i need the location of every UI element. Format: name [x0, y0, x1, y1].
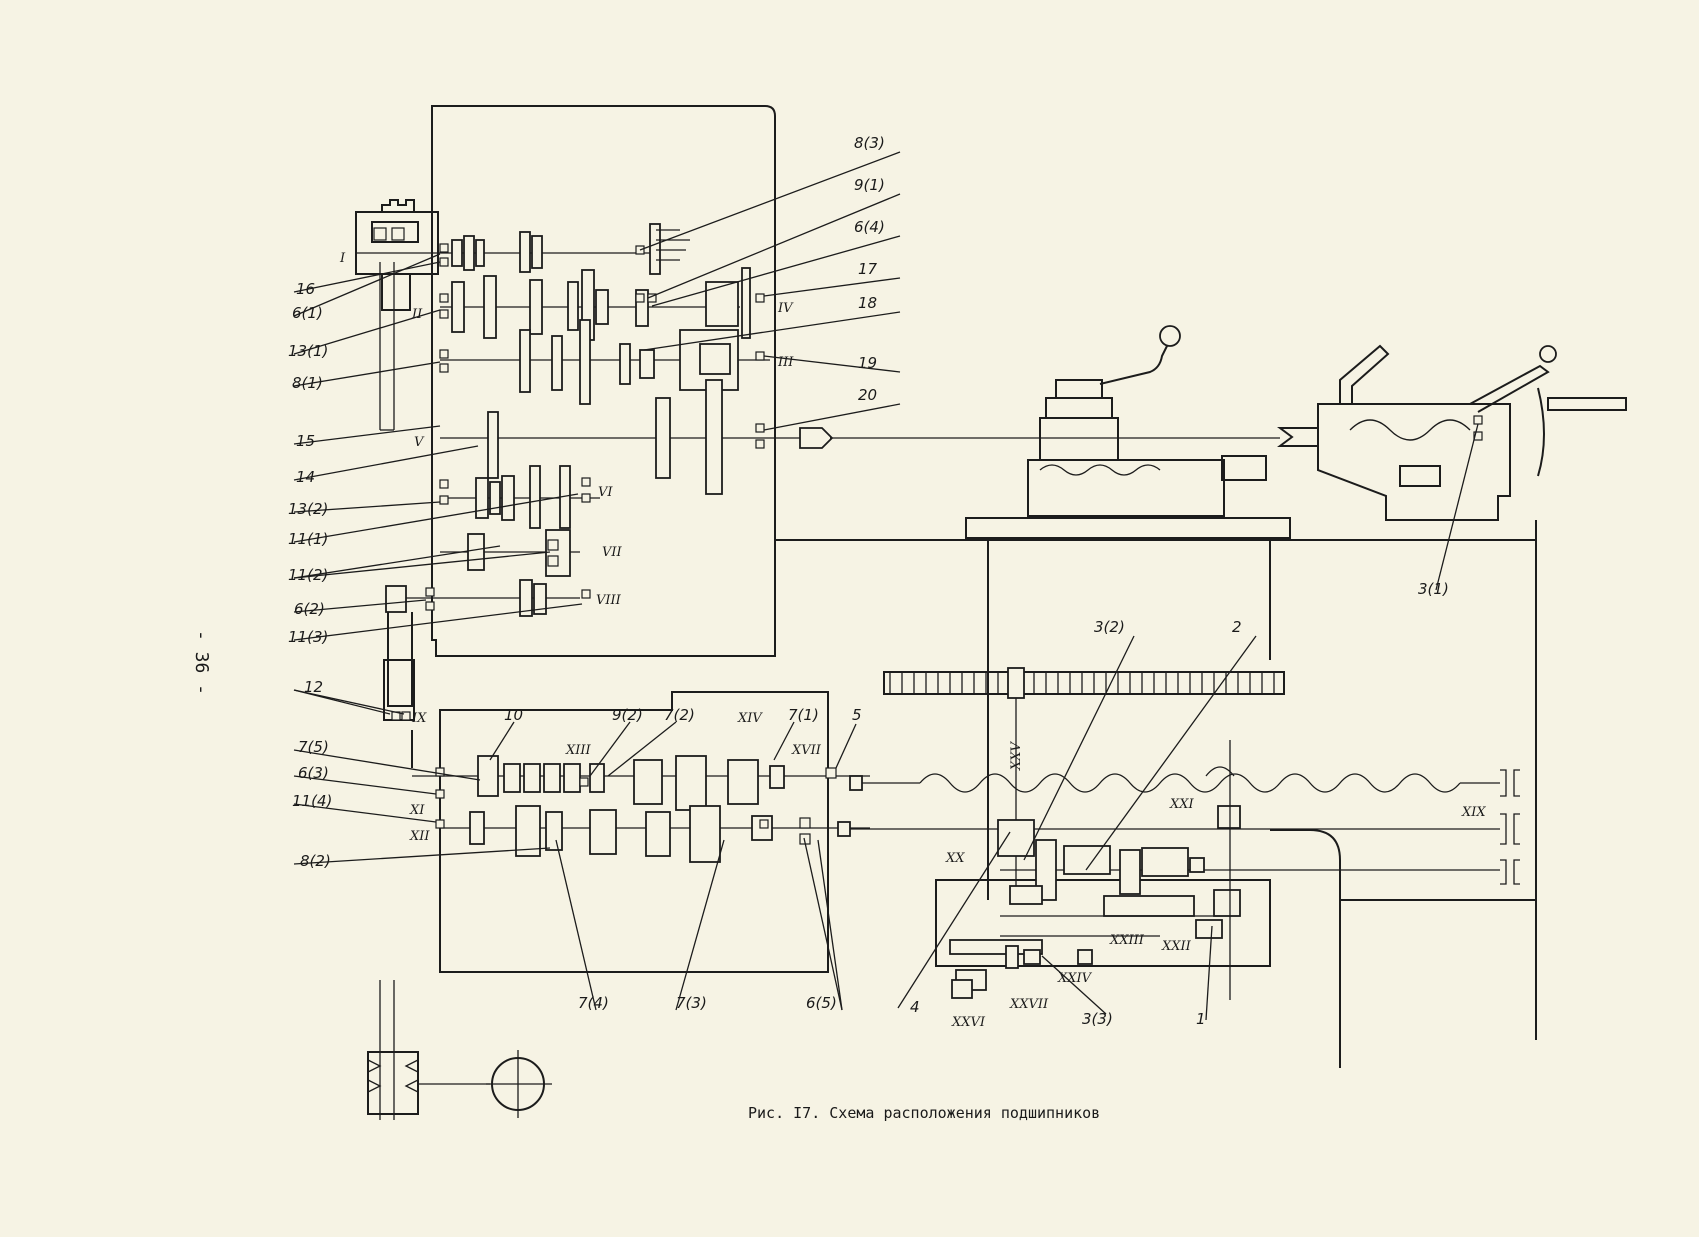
feedbox-gears — [435, 755, 837, 863]
spindle-gears — [487, 379, 834, 495]
shaft-label: XXVII — [1009, 997, 1049, 1012]
headstock-housing — [431, 105, 776, 657]
callout-label: 3(1) — [1418, 580, 1449, 598]
callout-label: 6(5) — [806, 994, 837, 1012]
callout-label: 13(2) — [288, 500, 328, 518]
callout-label: 10 — [504, 706, 523, 724]
shaft-label: XXII — [1161, 939, 1192, 954]
feedbox-housing — [439, 691, 829, 973]
callouts-left: 16 6(1) 13(1) 8(1) 15 14 13(2) 11(1) 11(… — [288, 253, 583, 870]
shaft-labels: I II III IV V VI VII VIII IX XI XII XIII… — [339, 251, 1486, 1030]
gears-shaft-1 — [451, 223, 690, 275]
callout-label: 19 — [858, 354, 877, 372]
callout-label: 1 — [1196, 1010, 1206, 1028]
callout-label: 7(3) — [676, 994, 707, 1012]
callout-label: 6(2) — [294, 600, 325, 618]
callout-label: 9(1) — [854, 176, 885, 194]
callout-label: 7(2) — [664, 706, 695, 724]
shaft-label: IX — [411, 711, 427, 726]
callout-label: 18 — [858, 294, 877, 312]
callout-label: 11(1) — [288, 530, 328, 548]
callout-label: 11(3) — [288, 628, 328, 646]
shaft-label: V — [414, 435, 425, 450]
callout-label: 13(1) — [288, 342, 328, 360]
shaft-label: XX — [945, 851, 965, 866]
shaft-label: VIII — [596, 593, 622, 608]
lead-screw — [849, 769, 1520, 797]
callout-label: 11(2) — [288, 566, 328, 584]
gears-lower-headstock — [385, 465, 571, 617]
belt-drive-column — [355, 199, 439, 431]
callout-label: 15 — [296, 432, 315, 450]
shaft-label: XI — [409, 803, 425, 818]
callout-label: 3(3) — [1082, 1010, 1113, 1028]
shaft-label: XXIV — [1057, 971, 1093, 986]
rack — [883, 667, 1285, 900]
callout-label: 9(2) — [612, 706, 643, 724]
callouts-apron: 10 9(2) 7(2) 7(1) 5 7(4) 7(3) 6(5) 3(2) … — [489, 423, 1479, 1028]
shaft-label: XIX — [1461, 805, 1486, 820]
callout-label: 16 — [296, 280, 315, 298]
shaft-label: II — [411, 307, 423, 322]
shaft-label: XXVI — [951, 1015, 986, 1030]
callout-label: 8(2) — [300, 852, 331, 870]
callout-label: 7(5) — [298, 738, 329, 756]
callout-label: 2 — [1232, 618, 1242, 636]
shaft-label: XXI — [1169, 797, 1195, 812]
carriage-toolpost — [965, 325, 1291, 539]
callout-label: 3(2) — [1094, 618, 1125, 636]
shaft-label: I — [339, 251, 346, 266]
shaft-label: XII — [409, 829, 430, 844]
tailstock — [830, 344, 1627, 521]
callout-label: 8(3) — [854, 134, 885, 152]
callouts-right: 8(3) 9(1) 6(4) 17 18 19 20 — [639, 134, 901, 431]
shaft-label: VII — [602, 545, 623, 560]
shaft-label: XIV — [737, 711, 763, 726]
shaft-label: XXIII — [1109, 933, 1145, 948]
lathe-bed — [775, 520, 1537, 1068]
callout-label: 4 — [910, 998, 920, 1016]
page-number: - 36 - — [191, 630, 212, 695]
callout-label: 14 — [296, 468, 315, 486]
guitar-train — [383, 612, 415, 768]
shaft-label: XVII — [791, 743, 822, 758]
figure-caption: Рис. I7. Схема расположения подшипников — [748, 1104, 1100, 1122]
apron-mechanism — [935, 740, 1271, 1000]
callout-label: 6(4) — [854, 218, 885, 236]
callout-label: 8(1) — [292, 374, 323, 392]
motor-pulley — [367, 980, 552, 1120]
shaft-label: XIII — [565, 743, 592, 758]
shaft-label: VI — [598, 485, 613, 500]
headstock-bearings — [373, 227, 765, 611]
callout-label: 17 — [858, 260, 878, 278]
callout-label: 5 — [852, 706, 862, 724]
callout-label: 7(4) — [578, 994, 609, 1012]
callout-label: 11(4) — [292, 792, 332, 810]
callout-label: 12 — [304, 678, 323, 696]
shaft-label: XXV — [1009, 740, 1024, 771]
callout-label: 7(1) — [788, 706, 819, 724]
callout-label: 20 — [858, 386, 877, 404]
callout-label: 6(3) — [298, 764, 329, 782]
shaft-label: IV — [777, 301, 794, 316]
callout-label: 6(1) — [292, 304, 323, 322]
